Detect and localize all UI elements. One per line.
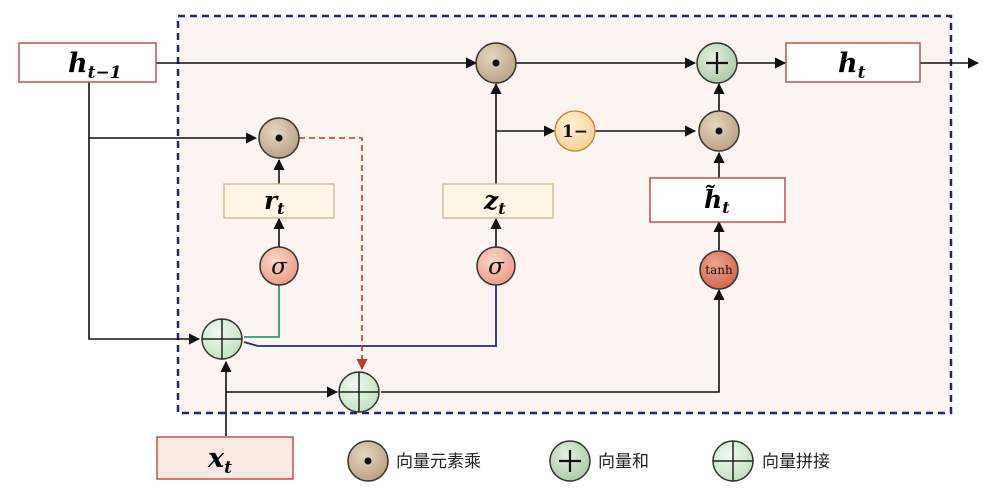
sigma-node-reset: σ (259, 246, 299, 286)
legend-label-mult: 向量元素乘 (396, 452, 481, 472)
line-mult-r-to-concat2 (299, 137, 368, 371)
dot-icon (492, 59, 500, 67)
concat-node-2 (338, 371, 380, 413)
sigma-symbol: σ (271, 254, 288, 280)
mult-node-top (475, 42, 517, 84)
h-prev-box: ht−1 (18, 42, 157, 83)
mult-node-candidate (698, 110, 740, 152)
tanh-node: tanh (699, 250, 739, 290)
add-node (696, 42, 738, 84)
cross-circle-icon (712, 440, 754, 482)
x-t-box: xt (156, 436, 294, 480)
r-t-gate-box: rt (223, 183, 335, 219)
dot-circle-icon (347, 440, 389, 482)
legend: 向量元素乘 向量和 向量拼接 (347, 440, 830, 482)
h-t-label: ht (838, 48, 866, 83)
mult-node-reset (258, 117, 300, 159)
sigma-symbol: σ (488, 254, 505, 280)
tanh-label: tanh (705, 263, 733, 277)
one-minus-label: 1− (562, 122, 588, 142)
h-prev-label: ht−1 (68, 48, 122, 83)
plus-circle-icon (549, 440, 591, 482)
legend-label-add: 向量和 (598, 452, 649, 472)
x-t-label: xt (207, 443, 232, 478)
line-hprev-to-concat1 (88, 138, 201, 345)
line-concat1-to-sigma-r (244, 283, 280, 338)
line-concat1-to-sigma-z (243, 285, 497, 347)
legend-item-elementwise-mult: 向量元素乘 (347, 440, 481, 482)
concat-node-1 (201, 318, 243, 360)
line-concat2-to-tanh (381, 288, 725, 393)
dot-icon (715, 127, 723, 135)
legend-item-vector-concat: 向量拼接 (712, 440, 830, 482)
sigma-node-update: σ (476, 246, 516, 286)
h-tilde-box: h̃t (649, 177, 786, 223)
dot-icon (275, 134, 283, 142)
one-minus-node: 1− (554, 110, 596, 152)
z-t-label: zt (483, 186, 506, 218)
z-t-gate-box: zt (442, 183, 554, 219)
h-t-box: ht (785, 42, 921, 83)
legend-label-concat: 向量拼接 (762, 452, 830, 472)
r-t-label: rt (264, 186, 285, 218)
h-tilde-label: h̃t (704, 185, 730, 217)
legend-item-vector-add: 向量和 (549, 440, 649, 482)
